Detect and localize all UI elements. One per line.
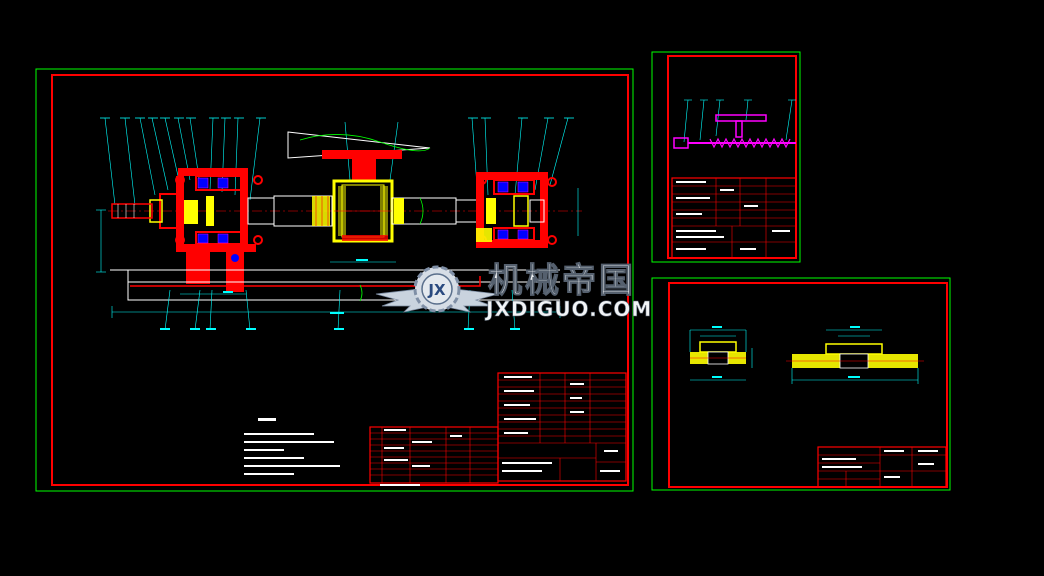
sheet2-leaders [683, 99, 796, 143]
sheet1-outer-frame [35, 68, 634, 492]
shaft-screw-left [273, 195, 333, 227]
watermark-title-cn: 机械帝国 [488, 261, 636, 301]
watermark-badge: JX [427, 281, 446, 299]
sheet-part-screw [651, 51, 801, 263]
bracket-break-line [299, 134, 431, 152]
sheet-part-flange [651, 277, 951, 491]
sheet3-outer-frame [651, 277, 951, 491]
flange-section-left [689, 326, 753, 381]
central-nut [332, 179, 394, 243]
dimension-label-marks [160, 259, 520, 330]
sheet1-parts-list [369, 372, 627, 486]
watermark-title-en: JXDIGUO.COM [484, 297, 652, 321]
left-shaft-end [111, 203, 153, 219]
sheet3-inner-frame [668, 282, 948, 488]
nut-flange [322, 150, 402, 159]
right-bearing-housing [455, 172, 557, 248]
sheet2-outer-frame [651, 51, 801, 263]
watermark: JX 机械帝国 JXDIGUO.COM [375, 261, 652, 321]
screw-nut-top [715, 114, 767, 122]
technical-notes [244, 418, 340, 475]
flange-section-right [786, 326, 924, 384]
sheet3-title-block [817, 446, 947, 488]
screw-thread [709, 137, 791, 149]
nut-stem [352, 159, 376, 181]
sheet-main-assembly [35, 68, 634, 492]
sheet1-inner-frame [51, 74, 629, 486]
left-bearing-housing [149, 168, 263, 292]
screw-end [673, 137, 689, 149]
sheet2-table [671, 177, 797, 259]
